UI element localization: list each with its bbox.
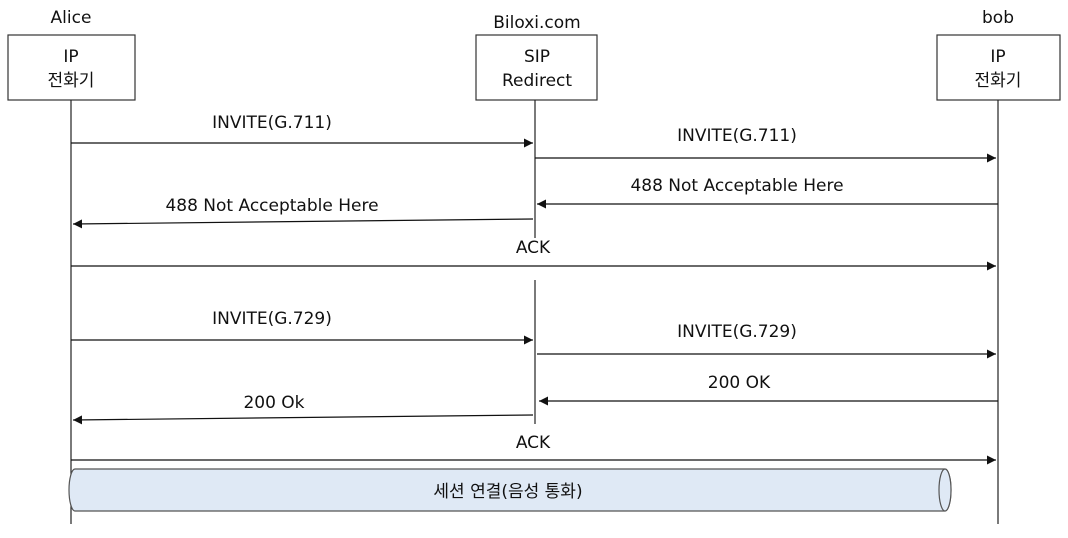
session-cylinder: 세션 연결(음성 통화) [68,468,952,512]
bob-box-line2: 전화기 [975,71,1022,91]
alice-name: Alice [51,8,92,28]
sip-box-line2: Redirect [502,71,572,91]
msg-label-488-1: 488 Not Acceptable Here [630,176,843,196]
bob-name: bob [982,8,1014,28]
msg-label-200-2: 200 Ok [243,393,304,413]
alice-box: IP 전화기 [7,34,136,101]
msg-488-sip-to-alice [72,218,534,229]
msg-label-488-2: 488 Not Acceptable Here [165,196,378,216]
msg-label-ack-1: ACK [516,238,551,258]
sip-redirect-box: SIP Redirect [475,34,598,101]
session-label: 세션 연결(음성 통화) [433,482,582,502]
bob-box-line1: IP [990,47,1005,67]
msg-label-invite-g711-1: INVITE(G.711) [212,113,332,133]
msg-label-invite-g729-2: INVITE(G.729) [677,322,797,342]
msg-label-invite-g711-2: INVITE(G.711) [677,126,797,146]
msg-label-200-1: 200 OK [708,373,771,393]
alice-box-line1: IP [63,47,78,67]
msg-label-invite-g729-1: INVITE(G.729) [212,309,332,329]
sip-server-name: Biloxi.com [493,13,580,33]
msg-label-ack-2: ACK [516,433,551,453]
bob-box: IP 전화기 [936,34,1061,101]
msg-200-sip-to-alice [72,414,534,425]
alice-box-line2: 전화기 [48,71,95,91]
sip-box-line1: SIP [524,47,550,67]
